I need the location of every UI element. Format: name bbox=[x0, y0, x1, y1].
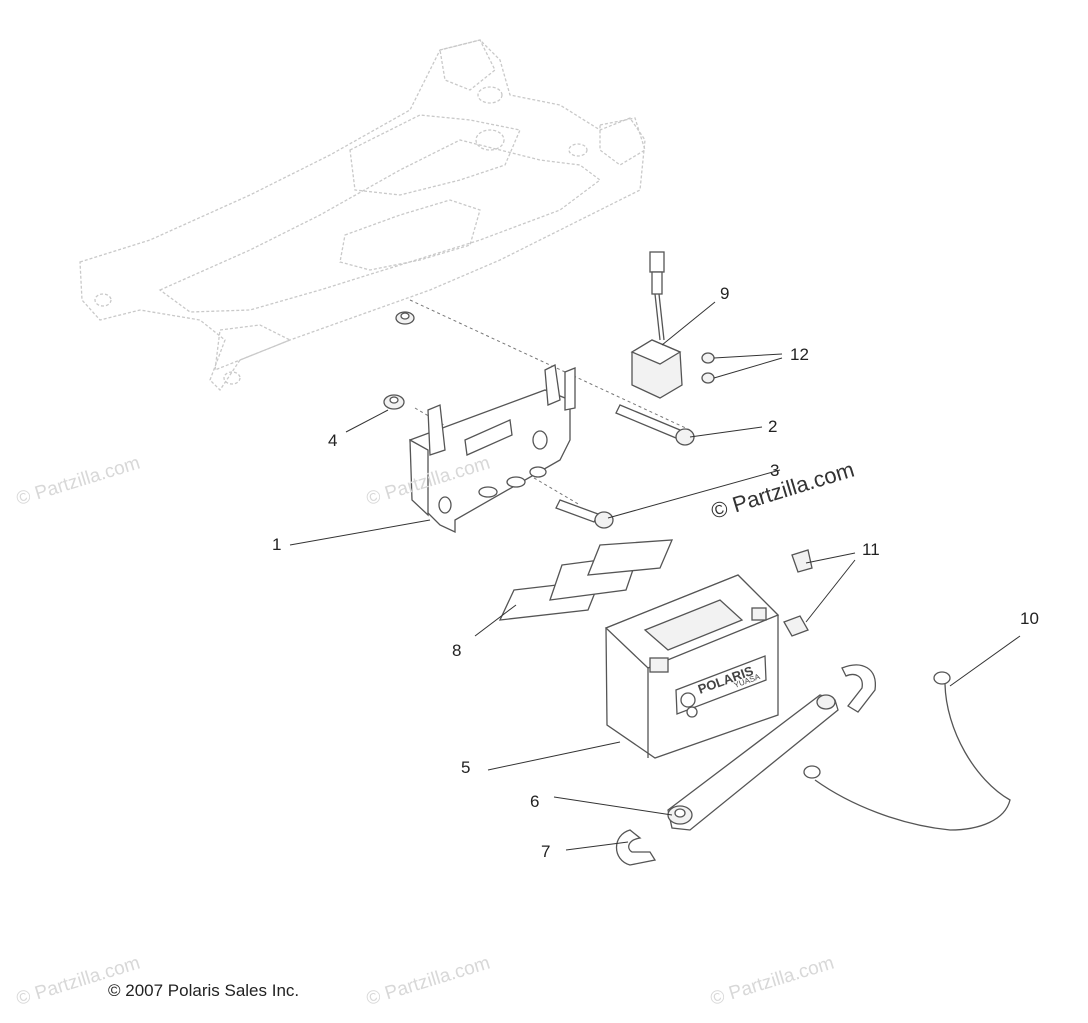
battery-box bbox=[409, 364, 576, 534]
copyright-text: © 2007 Polaris Sales Inc. bbox=[108, 981, 300, 1000]
pads-8 bbox=[498, 539, 674, 621]
bolt-3 bbox=[555, 499, 614, 529]
callout-8: 8 bbox=[452, 641, 462, 660]
callout-7: 7 bbox=[541, 842, 551, 861]
callout-2: 2 bbox=[768, 417, 778, 436]
callout-9: 9 bbox=[720, 284, 730, 303]
fasteners-11 bbox=[783, 549, 813, 637]
battery-5: POLARIS YUASA bbox=[604, 574, 780, 759]
frame-nut bbox=[395, 311, 415, 325]
callout-6: 6 bbox=[530, 792, 540, 811]
bolt-2 bbox=[615, 404, 695, 446]
strap-6 bbox=[667, 694, 839, 831]
leader-lines bbox=[289, 301, 1021, 851]
callout-3: 3 bbox=[770, 461, 780, 480]
nuts-12 bbox=[701, 352, 715, 384]
relay-9 bbox=[630, 251, 683, 399]
callout-11: 11 bbox=[862, 540, 880, 559]
nut-4 bbox=[383, 394, 405, 410]
callout-5: 5 bbox=[461, 758, 471, 777]
callout-4: 4 bbox=[328, 431, 338, 450]
callout-12: 12 bbox=[790, 345, 809, 364]
clips-7 bbox=[615, 664, 876, 866]
frame-outline bbox=[79, 39, 646, 392]
callout-1: 1 bbox=[272, 535, 282, 554]
callout-10: 10 bbox=[1020, 609, 1039, 628]
cable-10 bbox=[803, 671, 1011, 831]
